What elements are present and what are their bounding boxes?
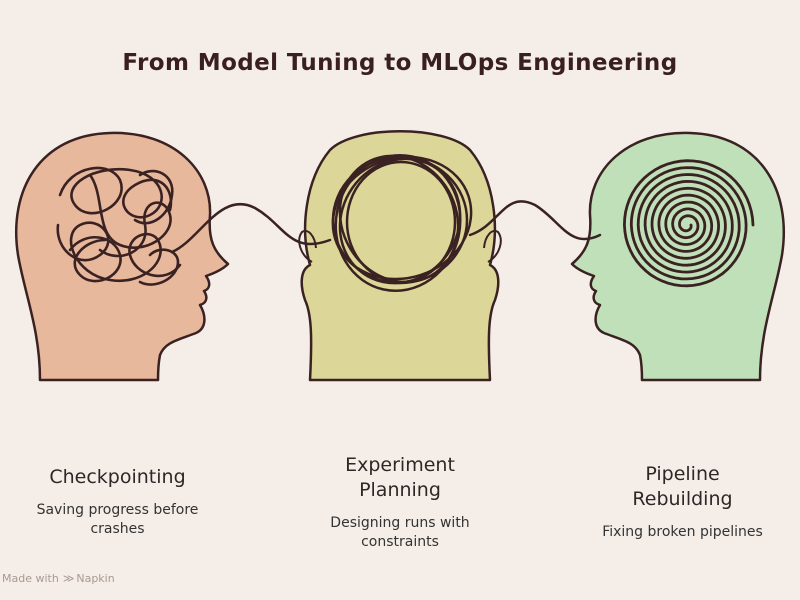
label-pipeline-rebuilding: Pipeline Rebuilding Fixing broken pipeli… xyxy=(580,462,785,542)
head-name: Checkpointing xyxy=(49,466,186,488)
middle-head-right-ear xyxy=(483,230,502,263)
right-head xyxy=(570,131,786,382)
middle-head xyxy=(298,130,502,382)
footer-brand: Napkin xyxy=(76,572,115,585)
footer-prefix: Made with xyxy=(2,572,59,585)
connecting-line xyxy=(170,200,602,254)
middle-head-left-ear xyxy=(298,230,317,263)
head-description: Fixing broken pipelines xyxy=(602,524,763,540)
spiral-icon xyxy=(622,159,755,288)
made-with-napkin: Made with≫Napkin xyxy=(2,572,115,585)
circular-loop-icon xyxy=(331,153,473,293)
napkin-logo-icon: ≫ xyxy=(62,572,75,585)
head-name: Pipeline Rebuilding xyxy=(632,463,733,510)
left-head xyxy=(14,131,230,382)
head-description: Designing runs with constraints xyxy=(330,515,470,550)
middle-head-silhouette xyxy=(300,130,500,382)
label-checkpointing: Checkpointing Saving progress before cra… xyxy=(15,465,220,539)
tangled-scribble-icon xyxy=(56,166,182,286)
head-name: Experiment Planning xyxy=(345,454,455,501)
head-description: Saving progress before crashes xyxy=(36,502,199,537)
label-experiment-planning: Experiment Planning Designing runs with … xyxy=(295,453,505,552)
diagram-title: From Model Tuning to MLOps Engineering xyxy=(122,50,678,76)
